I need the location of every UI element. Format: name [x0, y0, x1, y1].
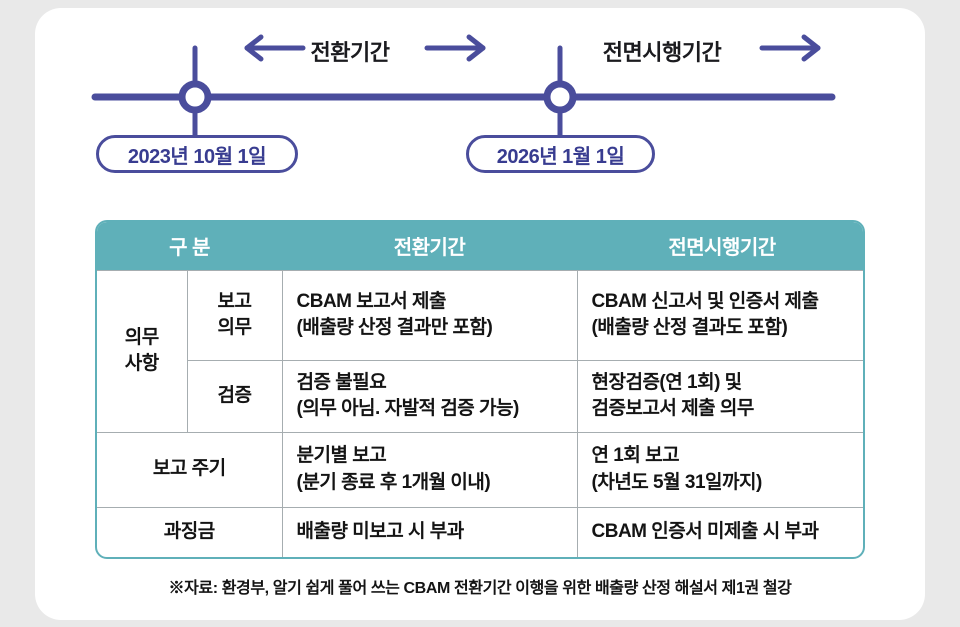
- arrow-left-icon: [244, 34, 306, 62]
- cell-report-transition: CBAM 보고서 제출 (배출량 산정 결과만 포함): [281, 269, 578, 361]
- full-implementation-period-label: 전면시행기간: [602, 40, 722, 65]
- cbam-comparison-table-wrap: 구 분 전환기간 전면시행기간 의무 사항 보고 의무 CBAM 보고서 제출 …: [95, 220, 865, 559]
- cell-penalty-full: CBAM 인증서 미제출 시 부과: [576, 506, 863, 557]
- cell-obligation-category: 의무 사항: [97, 269, 188, 433]
- arrow-right-icon-1: [424, 34, 486, 62]
- cell-penalty-transition: 배출량 미보고 시 부과: [281, 506, 578, 557]
- cell-penalty-category: 과징금: [97, 506, 283, 557]
- cell-verify-sub: 검증: [186, 359, 283, 433]
- infographic-card: 전환기간 전면시행기간 2023년 10월 1일 2026년 1월 1일 구 분…: [35, 8, 925, 620]
- table-header-category: 구 분: [97, 222, 283, 270]
- table-row-report-cycle: 보고 주기 분기별 보고 (분기 종료 후 1개월 이내) 연 1회 보고 (차…: [97, 431, 863, 508]
- cell-cycle-category: 보고 주기: [97, 431, 283, 508]
- source-note: ※자료: 환경부, 알기 쉽게 풀어 쓰는 CBAM 전환기간 이행을 위한 배…: [168, 580, 792, 597]
- milestone-circle-2023: [178, 80, 212, 114]
- cell-cycle-full: 연 1회 보고 (차년도 5월 31일까지): [576, 431, 863, 508]
- cell-report-sub: 보고 의무: [186, 269, 283, 361]
- date-pill-2026-text: 2026년 1월 1일: [496, 145, 625, 168]
- milestone-circle-2026: [543, 80, 577, 114]
- cell-verify-transition: 검증 불필요 (의무 아님. 자발적 검증 가능): [281, 359, 578, 433]
- cbam-comparison-table: 구 분 전환기간 전면시행기간 의무 사항 보고 의무 CBAM 보고서 제출 …: [97, 222, 863, 557]
- timeline-section: 전환기간 전면시행기간 2023년 10월 1일 2026년 1월 1일: [35, 8, 925, 208]
- cell-verify-full: 현장검증(연 1회) 및 검증보고서 제출 의무: [576, 359, 863, 433]
- date-pill-2023: 2023년 10월 1일: [96, 135, 298, 173]
- arrow-right-icon-2: [759, 34, 821, 62]
- transition-period-label: 전환기간: [310, 40, 390, 65]
- cell-cycle-transition: 분기별 보고 (분기 종료 후 1개월 이내): [281, 431, 578, 508]
- table-header-transition: 전환기간: [282, 222, 578, 270]
- cell-report-full: CBAM 신고서 및 인증서 제출 (배출량 산정 결과도 포함): [576, 269, 863, 361]
- timeline-graphic: [91, 34, 836, 143]
- table-row-verification: 검증 검증 불필요 (의무 아님. 자발적 검증 가능) 현장검증(연 1회) …: [97, 359, 863, 433]
- table-header-full: 전면시행기간: [577, 222, 863, 270]
- table-header-row: 구 분 전환기간 전면시행기간: [97, 222, 863, 270]
- table-row-penalty: 과징금 배출량 미보고 시 부과 CBAM 인증서 미제출 시 부과: [97, 506, 863, 557]
- date-pill-2023-text: 2023년 10월 1일: [127, 145, 267, 168]
- date-pill-2026: 2026년 1월 1일: [466, 135, 655, 173]
- table-row-report-obligation: 의무 사항 보고 의무 CBAM 보고서 제출 (배출량 산정 결과만 포함) …: [97, 269, 863, 433]
